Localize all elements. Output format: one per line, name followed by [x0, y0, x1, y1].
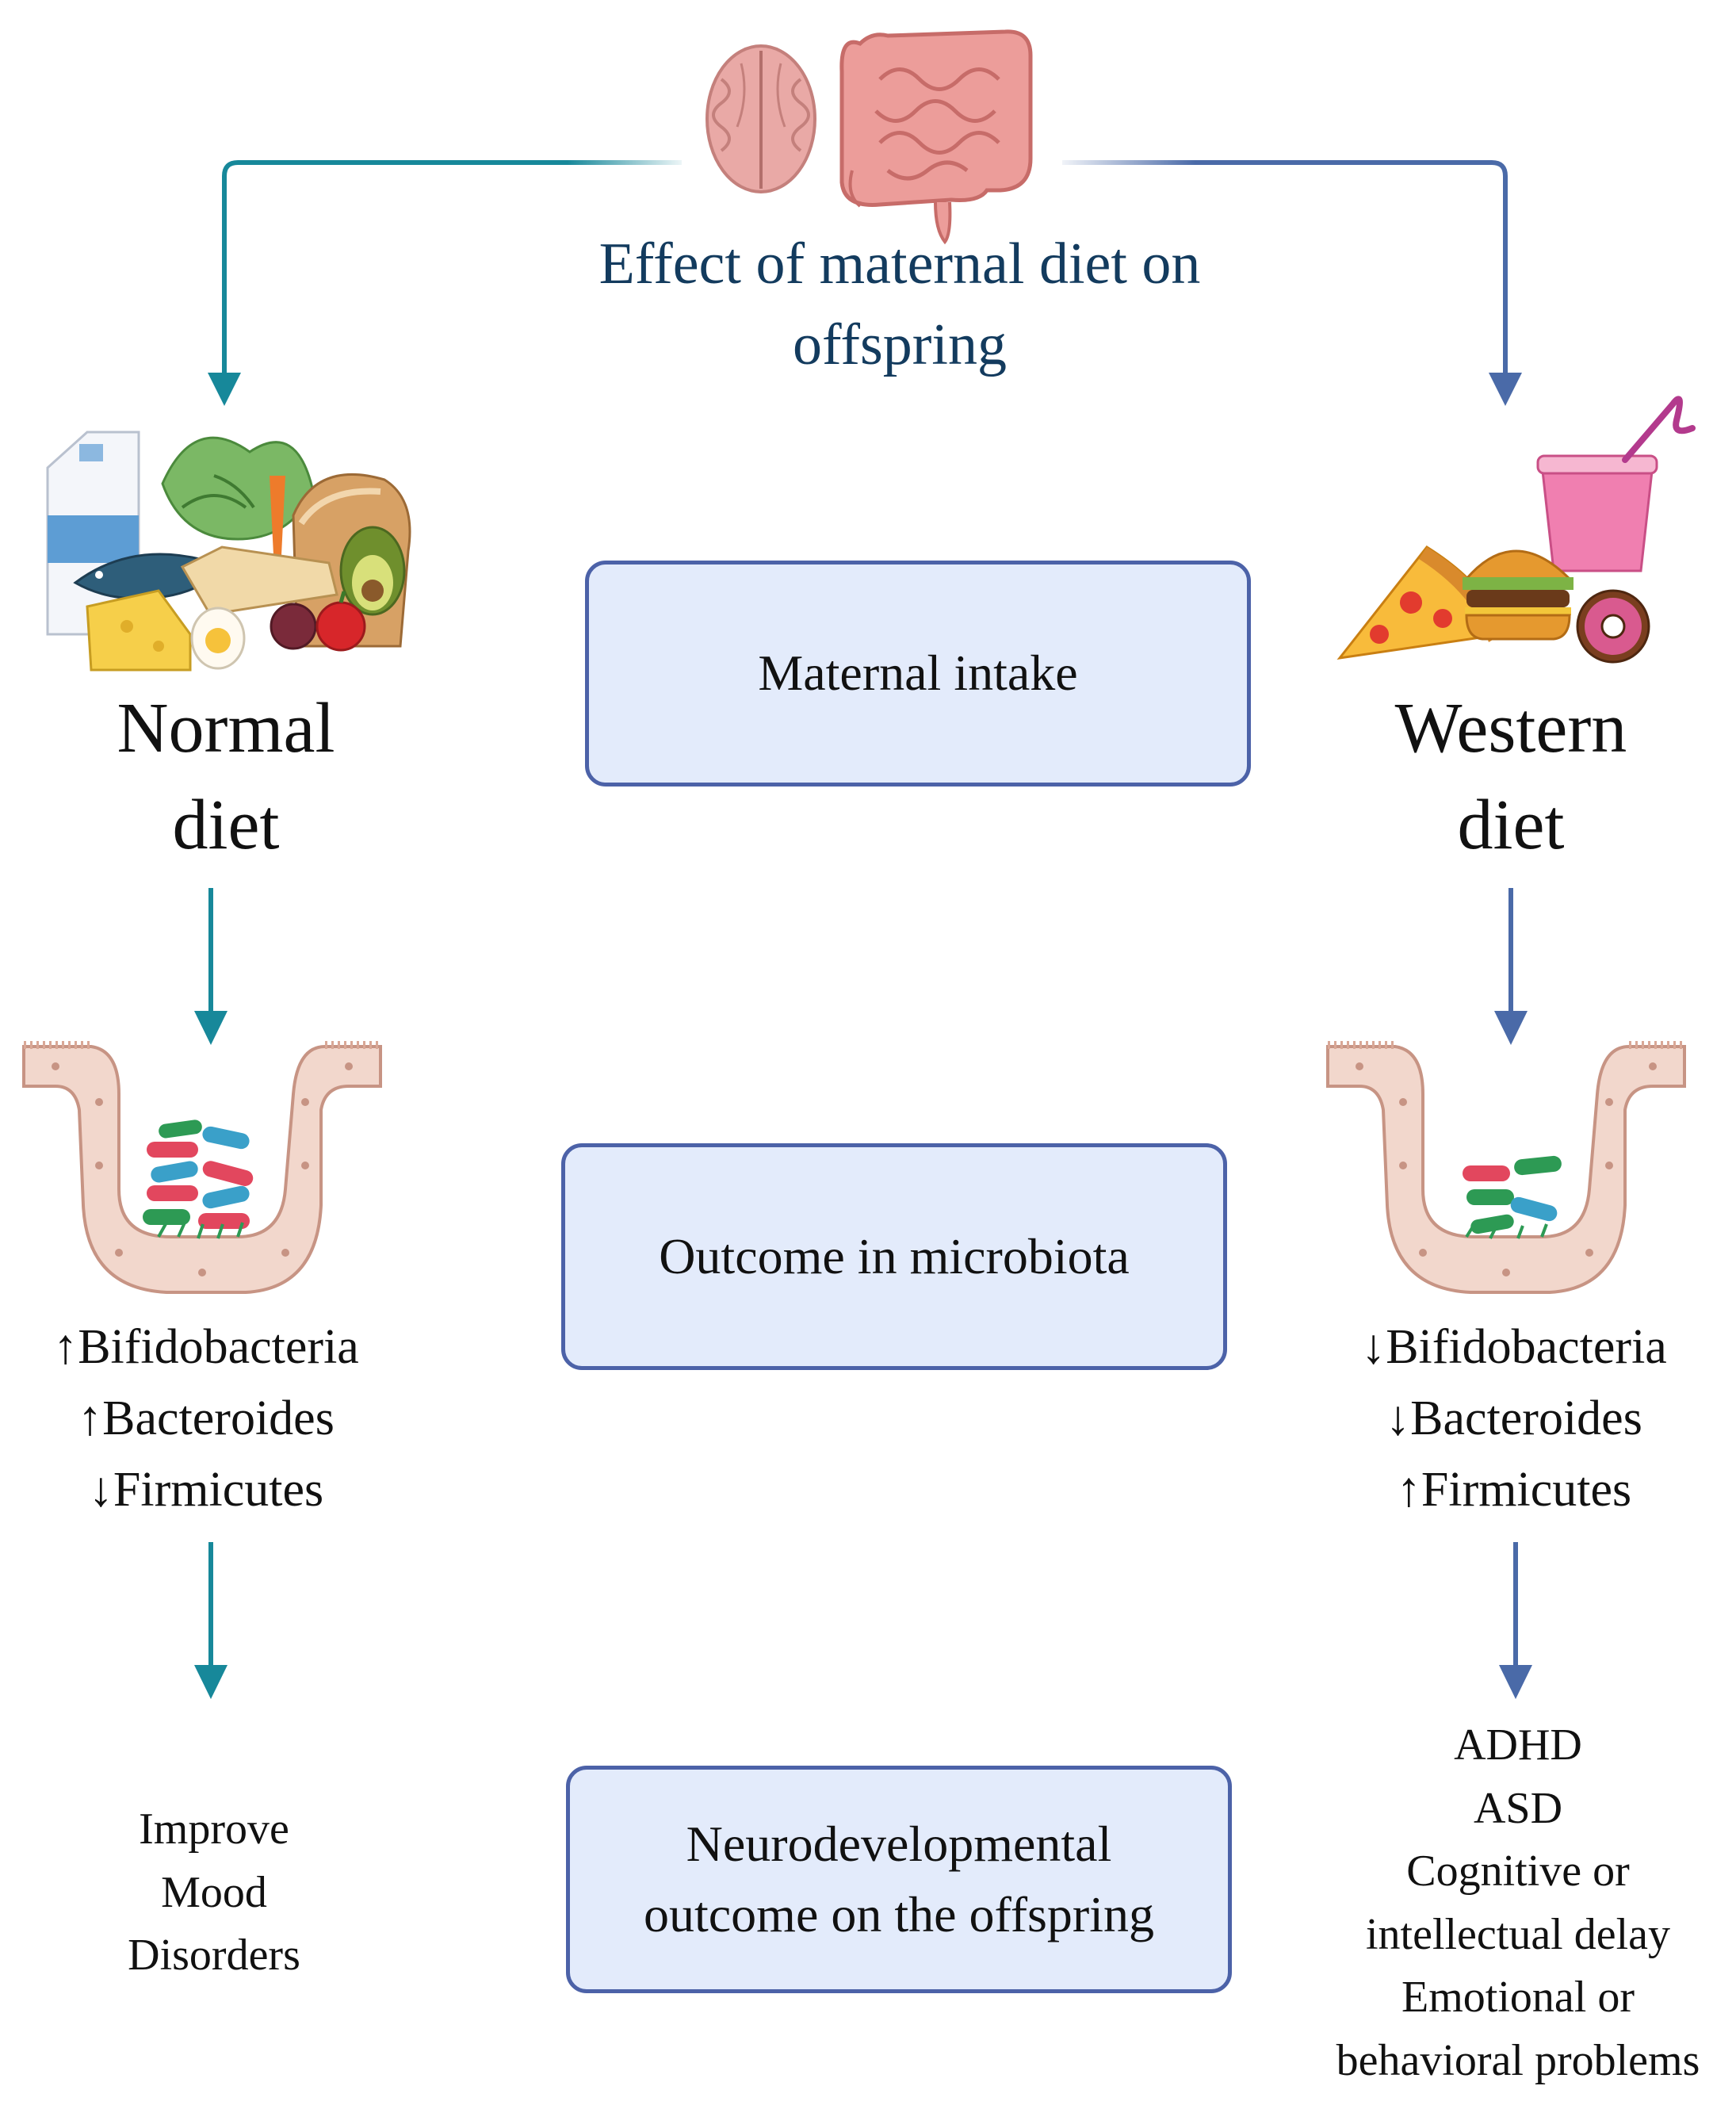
neurodevelopmental-outcome-box: Neurodevelopmental outcome on the offspr… — [566, 1766, 1232, 1993]
western-diet-label: Western diet — [1394, 689, 1627, 864]
top-right-connector-arrow — [1062, 160, 1508, 373]
top-right-arrowhead — [1489, 373, 1522, 406]
maternal-intake-box: Maternal intake — [585, 561, 1251, 787]
microbiota-outcome-label: Outcome in microbiota — [659, 1227, 1130, 1284]
healthy-food-icon — [46, 431, 411, 672]
title-line-1: Effect of maternal diet on — [598, 232, 1201, 297]
top-left-arrowhead — [208, 373, 241, 406]
normal-diet-label: Normal diet — [117, 689, 335, 864]
left-gut-crypt-icon — [22, 1041, 382, 1294]
diagram-title: Effect of maternal diet on offspring — [511, 224, 1288, 385]
right-gut-crypt-icon — [1326, 1041, 1686, 1294]
western-microbiota-changes: ↓Bifidobacteria ↓Bacteroides ↑Firmicutes — [1361, 1320, 1667, 1517]
left-arrowhead-1 — [194, 1011, 228, 1045]
right-arrowhead-1 — [1494, 1011, 1528, 1045]
title-line-2: offspring — [793, 312, 1007, 378]
intestine-icon — [839, 29, 1033, 245]
western-diet-outcome: ADHD ASD Cognitive or intellectual delay… — [1336, 1720, 1700, 2085]
microbiota-outcome-box: Outcome in microbiota — [561, 1143, 1227, 1370]
neurodevelopmental-outcome-label: Neurodevelopmental outcome on the offspr… — [643, 1816, 1155, 1942]
maternal-intake-label: Maternal intake — [758, 645, 1078, 702]
right-arrowhead-2 — [1499, 1665, 1532, 1699]
brain-icon — [705, 44, 816, 193]
normal-microbiota-changes: ↑Bifidobacteria ↑Bacteroides ↓Firmicutes — [53, 1320, 359, 1517]
left-arrowhead-2 — [194, 1665, 228, 1699]
normal-diet-outcome: Improve Mood Disorders — [128, 1805, 300, 1981]
top-left-connector-arrow — [222, 160, 682, 373]
western-food-icon — [1336, 396, 1696, 664]
